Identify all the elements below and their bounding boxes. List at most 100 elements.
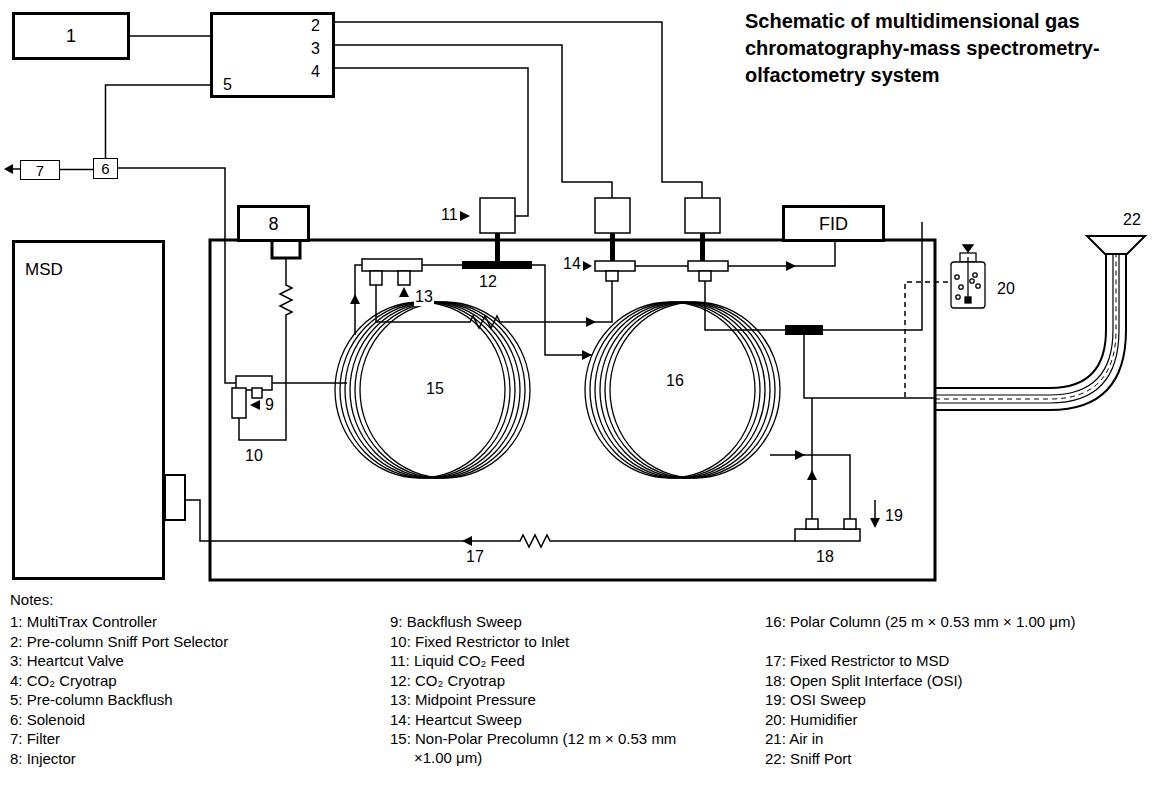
node-label: MSD bbox=[25, 261, 63, 278]
note-text: 14: Heartcut Sweep bbox=[390, 710, 522, 729]
node-label: 7 bbox=[36, 163, 44, 178]
tee-fitting bbox=[595, 261, 635, 271]
note-text: 8: Injector bbox=[10, 749, 76, 768]
column-coils bbox=[355, 302, 525, 478]
node-label: 1 bbox=[66, 27, 76, 45]
flow-arrowhead bbox=[786, 261, 796, 271]
note-text: 18: Open Split Interface (OSI) bbox=[765, 671, 963, 690]
oven-feed-line bbox=[874, 500, 876, 518]
control-line bbox=[335, 22, 702, 198]
note-text: 19: OSI Sweep bbox=[765, 690, 866, 709]
tee-fitting bbox=[844, 519, 856, 529]
node-label: 2 bbox=[311, 18, 320, 34]
callout-number: 14 bbox=[562, 255, 582, 273]
note-text: 15: Non-Polar Precolumn (12 m × 0.53 mm … bbox=[390, 729, 704, 767]
gas-line bbox=[705, 281, 785, 330]
note-text: 16: Polar Column (25 m × 0.53 mm × 1.00 … bbox=[765, 612, 1079, 631]
sniff-transfer-line bbox=[935, 254, 1113, 395]
callout-number: 11 bbox=[440, 206, 459, 224]
note-text: 4: CO₂ Cryotrap bbox=[10, 671, 117, 690]
flow-arrowhead bbox=[870, 518, 880, 528]
cryotrap bbox=[462, 233, 823, 335]
note-text: 17: Fixed Restrictor to MSD bbox=[765, 651, 949, 670]
funnel-shape bbox=[1087, 236, 1145, 254]
msd-port bbox=[165, 475, 185, 520]
sniff-transfer-line bbox=[935, 254, 1119, 403]
gas-line bbox=[272, 242, 300, 258]
callout-number: 16 bbox=[665, 372, 685, 390]
callout-number: 18 bbox=[815, 548, 835, 566]
flow-arrowhead bbox=[582, 350, 592, 360]
node-label: 5 bbox=[223, 77, 232, 93]
note-text: 6: Solenoid bbox=[10, 710, 85, 729]
gas-line bbox=[804, 335, 935, 398]
flow-arrowhead bbox=[350, 294, 360, 304]
node-label: 20 bbox=[997, 281, 1015, 297]
callout-number: 13 bbox=[414, 288, 434, 306]
flow-arrowhead bbox=[807, 470, 817, 480]
sniff-transfer-line bbox=[935, 254, 1126, 410]
column-coils bbox=[360, 302, 530, 478]
sniff-transfer-line bbox=[935, 254, 1126, 410]
node-label: 3 bbox=[311, 41, 320, 57]
column-coils bbox=[340, 302, 510, 478]
control-line bbox=[335, 45, 612, 198]
humidifier: 20 bbox=[945, 245, 1025, 310]
controller-box: 1 bbox=[12, 12, 130, 60]
note-text: 21: Air in bbox=[765, 729, 823, 748]
humidifier-outline bbox=[945, 245, 1025, 310]
column-coils bbox=[335, 302, 780, 478]
flow-arrowhead bbox=[586, 317, 596, 327]
gas-line bbox=[422, 264, 462, 266]
msd-box: MSD bbox=[12, 240, 165, 580]
msd-port bbox=[165, 475, 185, 520]
callout-number: 9 bbox=[264, 396, 275, 414]
cryotrap bbox=[462, 261, 532, 269]
flow-arrowhead bbox=[399, 287, 409, 297]
gas-line bbox=[532, 265, 592, 355]
cryotrap bbox=[610, 233, 615, 261]
gas-line bbox=[811, 398, 813, 519]
column-coils bbox=[600, 302, 770, 478]
column-coils bbox=[350, 302, 520, 478]
flow-arrowhead bbox=[462, 536, 472, 546]
node-label: 4 bbox=[311, 64, 320, 80]
oven-feed-line bbox=[874, 500, 876, 518]
tee-fitting bbox=[795, 529, 860, 541]
column-coils bbox=[595, 302, 765, 478]
valve-box bbox=[480, 198, 515, 233]
note-text: 10: Fixed Restrictor to Inlet bbox=[390, 632, 569, 651]
callout-number: 12 bbox=[478, 273, 498, 291]
column-coils bbox=[605, 302, 775, 478]
gas-line bbox=[635, 265, 688, 267]
sniff-transfer-line bbox=[935, 254, 1106, 388]
note-text: 7: Filter bbox=[10, 729, 60, 748]
node-label: 22 bbox=[1123, 212, 1141, 228]
callout-number: 17 bbox=[465, 548, 485, 566]
note-text: 13: Midpoint Pressure bbox=[390, 690, 536, 709]
tee-fitting bbox=[370, 271, 382, 285]
tee-fitting bbox=[398, 271, 410, 285]
gas-line bbox=[272, 382, 347, 384]
flow-arrowhead bbox=[460, 211, 470, 221]
callout-number: 10 bbox=[244, 447, 264, 465]
column-coils bbox=[345, 302, 515, 478]
node-label: 8 bbox=[268, 215, 278, 233]
detector-box: FID bbox=[782, 205, 885, 242]
sniff-transfer-line bbox=[935, 254, 1116, 399]
gas-line bbox=[770, 455, 850, 519]
callout-number: 19 bbox=[884, 507, 904, 525]
filter-box: 7 bbox=[20, 160, 60, 180]
column-coils bbox=[590, 302, 760, 478]
solenoid-box: 6 bbox=[93, 158, 118, 179]
gc-oven bbox=[210, 240, 935, 580]
flow-arrowhead bbox=[795, 450, 805, 460]
gas-line bbox=[239, 258, 292, 440]
humidifier-bottle bbox=[951, 245, 985, 308]
injector-box: 8 bbox=[237, 205, 310, 242]
valve-box bbox=[685, 198, 720, 233]
note-text: 11: Liquid CO₂ Feed bbox=[390, 651, 525, 670]
node-label: 6 bbox=[101, 161, 109, 176]
